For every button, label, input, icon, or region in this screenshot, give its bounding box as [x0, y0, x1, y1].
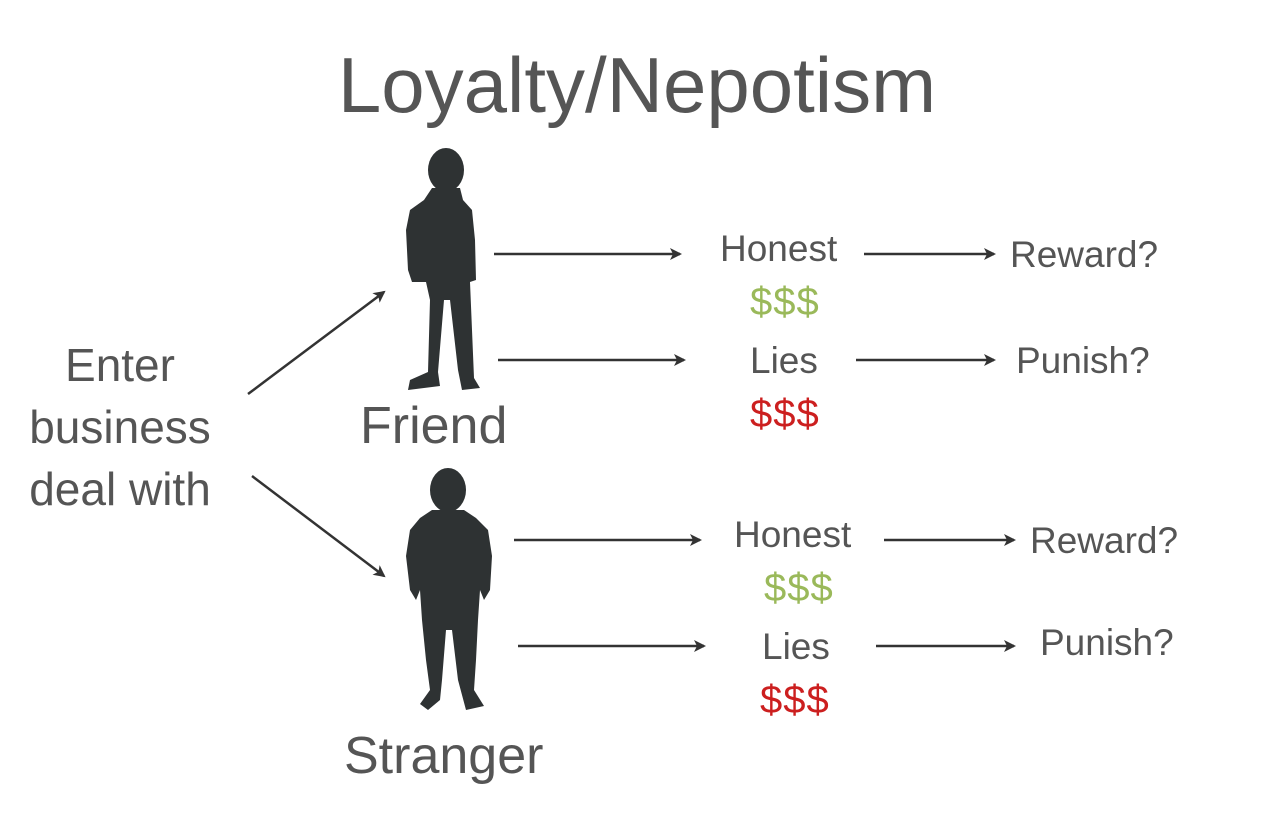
slide-title: Loyalty/Nepotism: [337, 41, 937, 129]
stranger-reward-label: Reward?: [1030, 520, 1179, 561]
stranger-lies-money: $$$: [760, 678, 830, 722]
friend-honest-money: $$$: [750, 280, 820, 324]
friend-lies-money: $$$: [750, 392, 820, 436]
stranger-label: Stranger: [344, 727, 544, 785]
enter-line-1: Enter: [65, 339, 175, 391]
arrow-to-friend: [247, 290, 386, 395]
friend-label: Friend: [360, 397, 508, 455]
stranger-honest-money: $$$: [764, 566, 834, 610]
friend-silhouette-icon: [406, 148, 480, 390]
stranger-lies-label: Lies: [762, 626, 830, 667]
stranger-punish-label: Punish?: [1040, 622, 1174, 663]
enter-line-3: deal with: [29, 463, 211, 515]
enter-business-label: Enter business deal with: [10, 334, 230, 520]
friend-lies-label: Lies: [750, 340, 818, 381]
friend-punish-label: Punish?: [1016, 340, 1150, 381]
friend-reward-label: Reward?: [1010, 234, 1159, 275]
stranger-silhouette-icon: [406, 468, 492, 710]
enter-line-2: business: [29, 401, 211, 453]
friend-honest-label: Honest: [720, 228, 838, 269]
stranger-honest-label: Honest: [734, 514, 852, 555]
arrow-to-stranger: [251, 475, 386, 578]
